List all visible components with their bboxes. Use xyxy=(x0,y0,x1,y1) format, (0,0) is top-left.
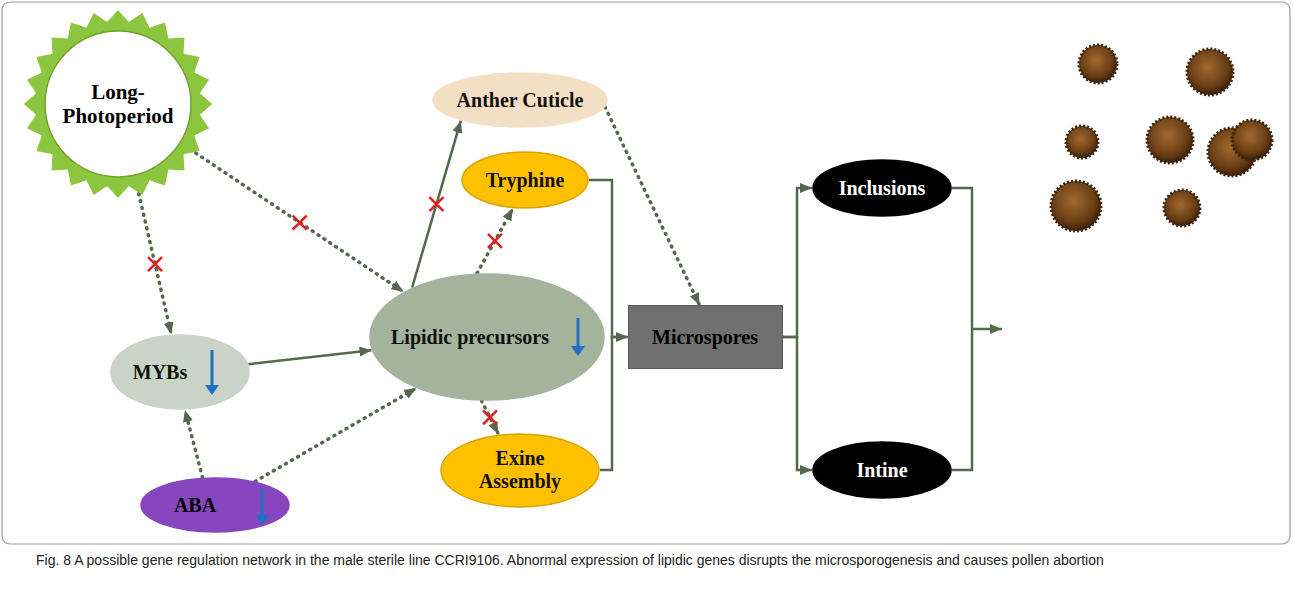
figure-caption: Fig. 8 A possible gene regulation networ… xyxy=(36,551,1258,570)
node-label: Microspores xyxy=(652,326,758,349)
blocked-mark xyxy=(148,257,162,271)
node-label: Anther Cuticle xyxy=(457,89,584,112)
outcome-ellipse: Intine xyxy=(812,441,952,499)
process-ellipse: Anther Cuticle xyxy=(432,72,608,128)
connector xyxy=(412,121,461,288)
figure-frame xyxy=(2,2,1290,544)
connector xyxy=(249,350,372,364)
pollen-image xyxy=(1051,45,1272,231)
connector xyxy=(783,188,813,337)
decrease-arrow xyxy=(205,350,219,395)
process-ellipse: Lipidic precursors xyxy=(369,273,605,401)
connector xyxy=(482,401,499,434)
connector xyxy=(185,410,203,478)
node-label: Intine xyxy=(856,459,907,482)
process-ellipse: Tryphine xyxy=(461,151,589,209)
hormone-ellipse: ABA xyxy=(140,477,290,533)
decrease-arrow xyxy=(255,488,269,525)
node-label: Lipidic precursors xyxy=(391,326,549,349)
stage-box: Microspores xyxy=(628,305,783,369)
connector xyxy=(605,107,699,305)
decrease-arrow xyxy=(571,318,585,356)
blocked-mark xyxy=(293,216,307,230)
connector xyxy=(139,194,172,334)
node-label: Long- Photoperiod xyxy=(57,80,179,128)
connector xyxy=(255,388,416,481)
result-bracket xyxy=(952,188,1002,470)
node-label: Exine Assembly xyxy=(472,447,568,493)
node-label: MYBs xyxy=(133,361,187,384)
node-label: Inclusions xyxy=(839,177,926,200)
connector xyxy=(600,337,628,470)
regulator-ellipse: MYBs xyxy=(110,334,250,410)
process-ellipse: Exine Assembly xyxy=(440,433,600,508)
connector xyxy=(783,337,813,470)
stimulus-sun: Long- Photoperiod xyxy=(22,8,214,200)
node-label: Tryphine xyxy=(486,169,565,192)
blocked-mark xyxy=(488,234,502,248)
node-label: ABA xyxy=(174,494,216,517)
blocked-mark xyxy=(483,410,497,424)
connector xyxy=(477,209,513,274)
connector xyxy=(196,153,404,292)
blocked-mark xyxy=(429,197,443,211)
outcome-ellipse: Inclusions xyxy=(812,159,952,217)
